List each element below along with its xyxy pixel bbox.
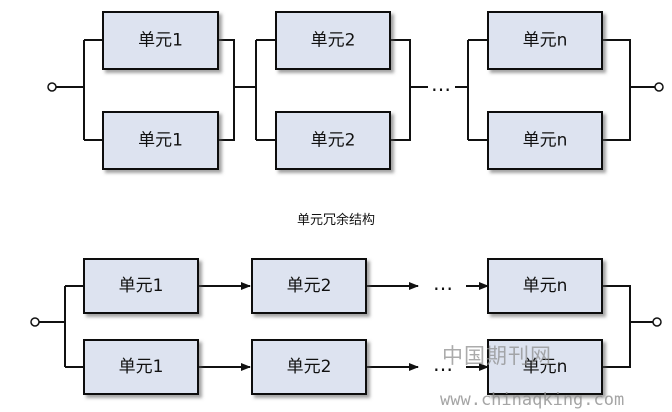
bottom-unit-2a: 单元2	[251, 258, 367, 314]
bottom-units: 单元1 单元1 单元2 单元2 单元n 单元n … …	[83, 258, 603, 395]
unit-label: 单元2	[287, 276, 332, 296]
bottom-unit-2b: 单元2	[251, 339, 367, 395]
bottom-unit-nb: 单元n	[487, 339, 603, 395]
bottom-diagram	[30, 282, 662, 371]
stagen-merge	[602, 39, 631, 141]
top-output-terminal	[654, 82, 664, 92]
bottom-ellipsis-row2: …	[433, 352, 453, 376]
watermark-url: www.chinaqking.com	[440, 390, 625, 410]
watermark-name: 中国期刊网	[442, 344, 552, 368]
bottom-unit-1b: 单元1	[83, 339, 199, 395]
top-diagram	[47, 39, 664, 141]
diagram-caption: 单元冗余结构	[296, 213, 375, 228]
unit-label: 单元1	[119, 357, 164, 377]
unit-label: 单元1	[138, 131, 183, 151]
bottom-ellipsis-row1: …	[433, 271, 453, 295]
top-ellipsis: …	[431, 72, 451, 96]
unit-label: 单元1	[138, 31, 183, 51]
bottom-merge	[602, 285, 631, 368]
stage2-split	[255, 39, 276, 141]
top-unit-1b: 单元1	[102, 111, 219, 170]
unit-label: 单元2	[287, 357, 332, 377]
top-unit-na: 单元n	[487, 11, 603, 70]
bottom-unit-1a: 单元1	[83, 258, 199, 314]
top-unit-2a: 单元2	[275, 11, 391, 70]
top-input-terminal	[47, 82, 57, 92]
bottom-output-terminal	[652, 317, 662, 327]
unit-label: 单元2	[311, 31, 356, 51]
stage1-split	[83, 39, 103, 141]
top-unit-1a: 单元1	[102, 11, 219, 70]
unit-label: 单元n	[523, 357, 568, 377]
bottom-input-terminal	[30, 317, 40, 327]
unit-label: 单元n	[523, 131, 568, 151]
unit-label: 单元n	[523, 276, 568, 296]
unit-label: 单元1	[119, 276, 164, 296]
unit-label: 单元2	[311, 131, 356, 151]
top-unit-2b: 单元2	[275, 111, 391, 170]
stage1-merge	[218, 39, 235, 141]
stage2-merge	[390, 39, 411, 141]
unit-label: 单元n	[523, 31, 568, 51]
bottom-split	[64, 285, 84, 368]
top-units: 单元1 单元1 单元2 单元2 单元n 单元n …	[102, 11, 603, 170]
top-unit-nb: 单元n	[487, 111, 603, 170]
stagen-split	[467, 39, 488, 141]
bottom-unit-na: 单元n	[487, 258, 603, 314]
